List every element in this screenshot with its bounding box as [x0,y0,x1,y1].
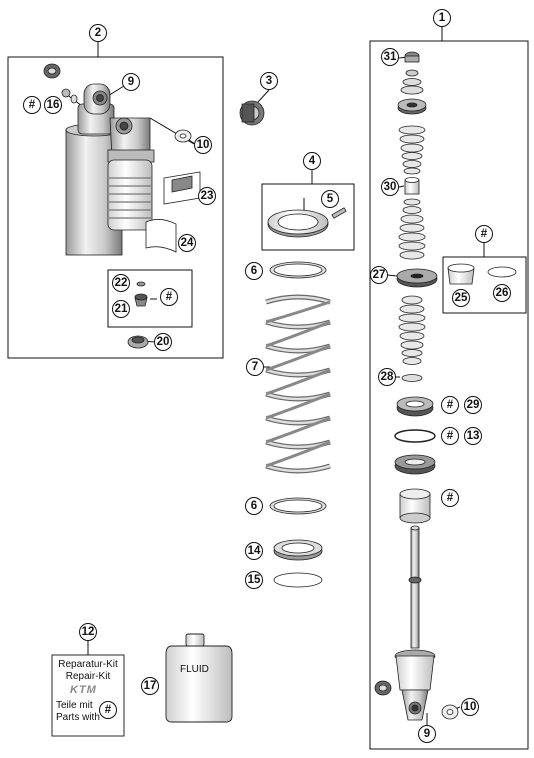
callout-5: 5 [321,190,339,208]
callout-17: 17 [141,677,159,695]
shock-absorber-assembly [43,63,265,349]
callout-hash-29: # [441,396,459,414]
callout-20: 20 [154,333,172,351]
callout-hash-bumper: # [441,489,459,507]
repair-kit-box [51,654,125,737]
fluid-bottle [165,633,233,723]
callout-25: 25 [452,289,470,307]
callout-hash-22: # [160,288,178,306]
callout-6-bottom: 6 [245,497,263,515]
callout-hash-13: # [441,427,459,445]
callout-24: 24 [178,234,196,252]
callout-16: 16 [44,96,62,114]
repair-kit-text-teile: Teile mit [56,700,93,711]
repair-kit-text-parts: Parts with [56,712,100,723]
ktm-logo: KTM [70,684,97,696]
callout-15: 15 [245,571,263,589]
callout-6-top: 6 [245,262,263,280]
callout-hash-kit: # [475,225,493,243]
callout-10-top: 10 [194,136,212,154]
callout-12: 12 [79,623,97,641]
callout-3: 3 [260,72,278,90]
fluid-label: FLUID [180,664,209,675]
callout-hash-kit-box: # [99,701,117,719]
repair-kit-text-en: Repair-Kit [65,671,111,682]
callout-27: 27 [370,266,388,284]
callout-28: 28 [378,368,396,386]
callout-9-bottom: 9 [418,725,436,743]
callout-31: 31 [381,48,399,66]
frame-group-2 [7,56,224,359]
callout-13: 13 [464,427,482,445]
callout-23: 23 [198,187,216,205]
damper-parts [374,51,517,721]
callout-29: 29 [464,396,482,414]
callout-hash-left: # [23,96,41,114]
callout-4: 4 [303,152,321,170]
spring-parts [265,207,347,588]
callout-7: 7 [246,358,264,376]
callout-26: 26 [493,284,511,302]
frame-group-1 [369,40,529,750]
callout-9-top: 9 [122,73,140,91]
callout-14: 14 [245,542,263,560]
callout-1: 1 [433,9,451,27]
callout-22: 22 [112,274,130,292]
callout-2: 2 [89,24,107,42]
repair-kit-text-de: Reparatur-Kit [58,659,118,670]
callout-30: 30 [381,178,399,196]
frame-parts-21-22 [107,269,193,328]
frame-group-4 [261,183,355,251]
callout-10-bottom: 10 [461,698,479,716]
callout-21: 21 [112,300,130,318]
